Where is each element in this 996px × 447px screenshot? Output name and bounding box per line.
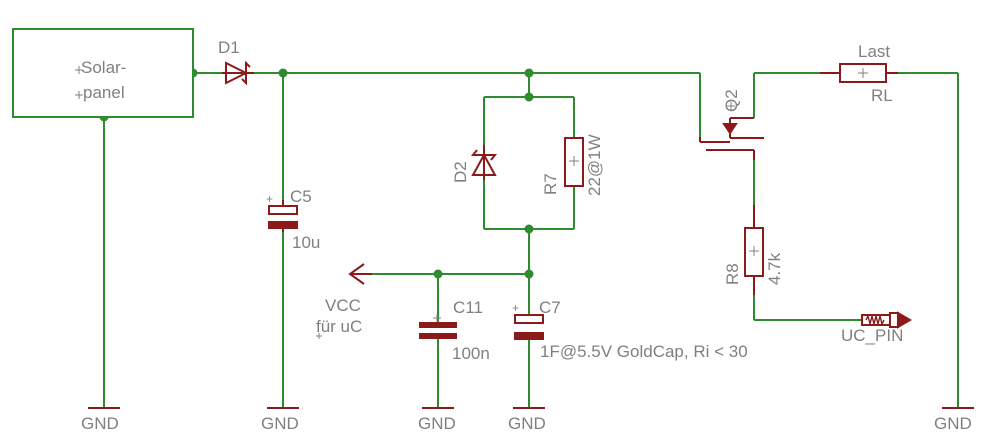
diode-d1: D1 bbox=[218, 38, 254, 86]
vcc-label-line2: für uC bbox=[316, 317, 362, 336]
capacitor-c5: + C5 10u bbox=[266, 187, 320, 252]
gnd-label: GND bbox=[508, 414, 546, 433]
resistor-r7: R7 22@1W bbox=[541, 134, 604, 196]
capacitor-c11: C11 100n bbox=[419, 298, 490, 363]
c7-name-label: C7 bbox=[539, 298, 561, 317]
gnd-c11: GND bbox=[418, 407, 456, 433]
load-name-label: Last bbox=[858, 42, 890, 61]
solar-panel-label-line1: Solar- bbox=[81, 58, 126, 77]
vcc-label-line1: VCC bbox=[325, 296, 361, 315]
c5-value-label: 10u bbox=[292, 233, 320, 252]
gnd-solar: GND bbox=[81, 407, 120, 433]
zener-d2: D2 bbox=[451, 145, 498, 183]
uc-pin-connector: UC_PIN bbox=[841, 311, 912, 345]
gnd-c5: GND bbox=[261, 407, 299, 433]
solar-panel-label-line2: panel bbox=[83, 83, 125, 102]
gnd-c7: GND bbox=[508, 407, 546, 433]
mosfet-q2: Q2 bbox=[699, 89, 764, 160]
wires bbox=[103, 72, 959, 408]
c7-value-label: 1F@5.5V GoldCap, Ri < 30 bbox=[540, 342, 748, 361]
r7-name-label: R7 bbox=[541, 173, 560, 195]
svg-text:+: + bbox=[266, 192, 273, 206]
q2-label: Q2 bbox=[722, 89, 741, 112]
r7-value-label: 22@1W bbox=[585, 134, 604, 196]
gnd-label: GND bbox=[418, 414, 456, 433]
capacitor-c7: + C7 1F@5.5V GoldCap, Ri < 30 bbox=[512, 298, 748, 361]
r8-value-label: 4.7k bbox=[765, 252, 784, 285]
solar-panel: Solar- panel bbox=[12, 28, 194, 118]
c11-value-label: 100n bbox=[452, 344, 490, 363]
gnd-label: GND bbox=[934, 414, 972, 433]
ground-symbols: GND GND GND GND GND bbox=[81, 407, 974, 433]
gnd-label: GND bbox=[261, 414, 299, 433]
d1-label: D1 bbox=[218, 38, 240, 57]
c11-name-label: C11 bbox=[453, 298, 483, 317]
resistor-r8: R8 4.7k bbox=[723, 205, 784, 295]
gnd-load: GND bbox=[934, 407, 974, 433]
vcc-supply: VCC für uC bbox=[316, 263, 372, 339]
c5-name-label: C5 bbox=[290, 187, 312, 206]
load-resistor-rl: Last RL bbox=[820, 42, 898, 105]
gnd-label: GND bbox=[81, 414, 119, 433]
svg-text:+: + bbox=[512, 301, 519, 315]
load-value-label: RL bbox=[871, 86, 893, 105]
uc-pin-label: UC_PIN bbox=[841, 326, 903, 345]
r8-name-label: R8 bbox=[723, 263, 742, 285]
d2-label: D2 bbox=[451, 161, 470, 183]
